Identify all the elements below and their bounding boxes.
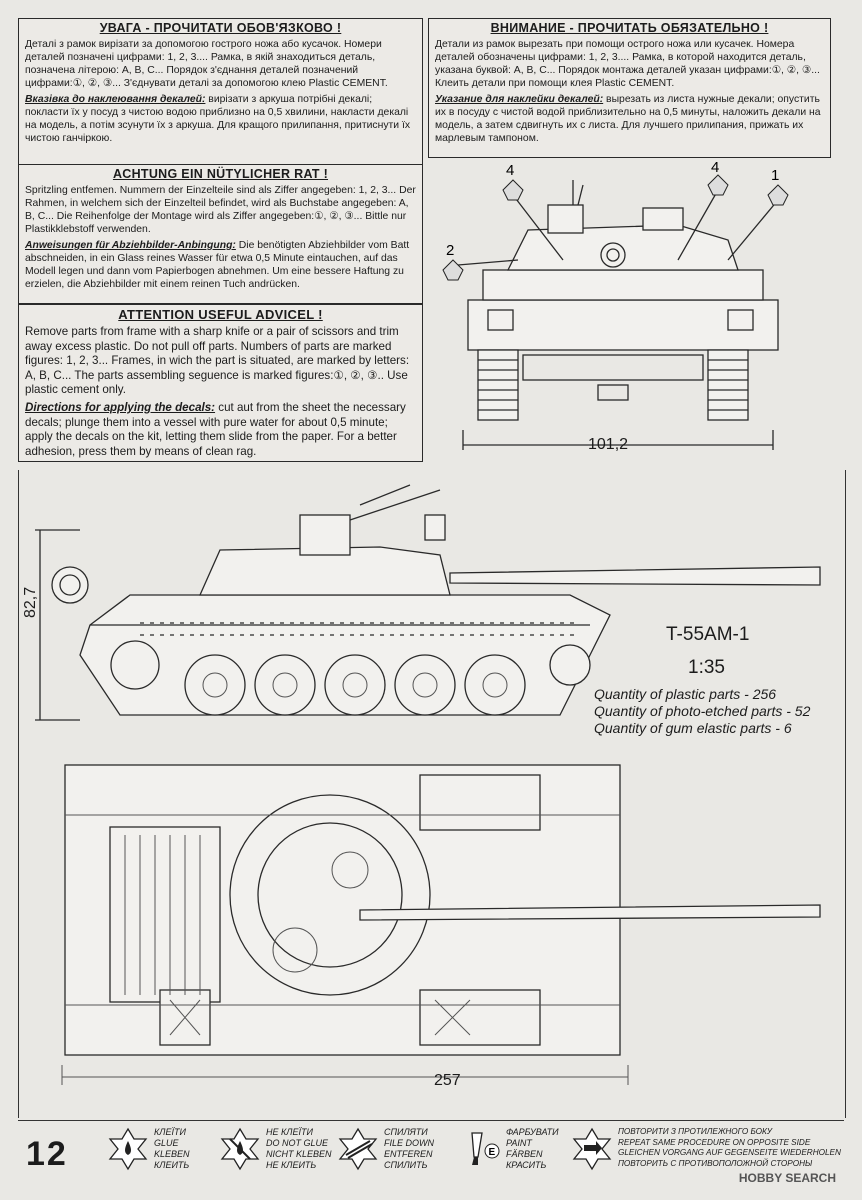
ukrainian-body: Деталі з рамок вирізати за допомогою гос… xyxy=(25,39,388,89)
ukrainian-instructions: УВАГА - ПРОЧИТАТИ ОБОВ'ЯЗКОВО ! Деталі з… xyxy=(18,18,423,166)
callout-4-left: 4 xyxy=(506,162,514,179)
repeat-label-ua: ПОВТОРИТИ З ПРОТИЛЕЖНОГО БОКУ xyxy=(618,1127,773,1136)
glue-label-de: KLEBEN xyxy=(154,1149,190,1159)
file-down-label-en: FILE DOWN xyxy=(384,1138,435,1148)
file-down-label-de: ENTFEREN xyxy=(384,1149,433,1159)
side-height-label: 82,7 xyxy=(22,586,39,618)
repeat-label-de: GLEICHEN VORGANG AUF GEGENSEITE WIEDERHO… xyxy=(618,1148,841,1157)
german-instructions: ACHTUNG EIN NÜTYLICHER RAT ! Spritzling … xyxy=(18,164,423,304)
russian-title: ВНИМАНИЕ - ПРОЧИТАТЬ ОБЯЗАТЕЛЬНО ! xyxy=(490,21,769,35)
legend-glue: КЛЕЇТИ GLUE KLEBEN КЛЕИТЬ xyxy=(106,1127,190,1171)
legend-repeat: ПОВТОРИТИ З ПРОТИЛЕЖНОГО БОКУ REPEAT SAM… xyxy=(570,1127,841,1171)
callout-1: 1 xyxy=(771,167,779,184)
part-quantities: Quantity of plastic parts - 256 Quantity… xyxy=(594,686,844,737)
german-title: ACHTUNG EIN NÜTYLICHER RAT ! xyxy=(112,167,329,181)
russian-instructions: ВНИМАНИЕ - ПРОЧИТАТЬ ОБЯЗАТЕЛЬНО ! Детал… xyxy=(428,18,831,158)
german-body: Spritzling entfemen. Nummern der Einzelt… xyxy=(25,185,416,235)
paint-label-ua: ФАРБУВАТИ xyxy=(506,1127,559,1137)
ukrainian-title: УВАГА - ПРОЧИТАТИ ОБОВ'ЯЗКОВО ! xyxy=(99,21,342,35)
english-body: Remove parts from frame with a sharp kni… xyxy=(25,325,410,397)
russian-decal-body: вырезать из листа нужные декали; опустит… xyxy=(435,94,821,144)
russian-decal-text: Указание для наклейки декалей: вырезать … xyxy=(435,93,824,145)
no-glue-label-en: DO NOT GLUE xyxy=(266,1138,329,1148)
ukrainian-decal-body: вирізати з аркуша потрібні декалі; покла… xyxy=(25,94,411,144)
glue-label-en: GLUE xyxy=(154,1138,179,1148)
page-number: 12 xyxy=(26,1135,68,1173)
paint-label-ru: КРАСИТЬ xyxy=(506,1160,547,1170)
callout-2: 2 xyxy=(446,242,454,259)
legend-file-down: СПИЛЯТИ FILE DOWN ENTFEREN СПИЛИТЬ xyxy=(336,1127,434,1171)
repeat-label-ru: ПОВТОРИТЬ С ПРОТИВОПОЛОЖНОЙ СТОРОНЫ xyxy=(618,1158,813,1168)
quantity-photo-etched: Quantity of photo-etched parts - 52 xyxy=(594,703,811,719)
side-view-drawing xyxy=(35,484,821,721)
file-down-icon xyxy=(338,1127,378,1171)
english-decal-heading: Directions for applying the decals: xyxy=(25,400,216,414)
legend-no-glue: НЕ КЛЕЇТИ DO NOT GLUE NICHT KLEBEN НЕ КЛ… xyxy=(218,1127,332,1171)
german-decal-heading: Anweisungen für Abziehbilder-Anbingung: xyxy=(25,240,236,251)
russian-decal-heading: Указание для наклейки декалей: xyxy=(435,94,604,105)
ukrainian-decal-heading: Вказівка до наклеювання декалей: xyxy=(25,94,206,105)
german-decal-body: Die benötigten Abziehbilder vom Batt abs… xyxy=(25,240,410,290)
glue-label-ru: КЛЕИТЬ xyxy=(154,1160,190,1170)
symbol-legend: 12 КЛЕЇТИ GLUE KLEBEN КЛЕИТЬ НЕ КЛЕЇТИ D… xyxy=(18,1120,844,1189)
paint-label-en: PAINT xyxy=(506,1138,532,1148)
english-decal-body: cut aut from the sheet the necessary dec… xyxy=(25,400,406,458)
quantity-gum-elastic: Quantity of gum elastic parts - 6 xyxy=(594,720,792,736)
top-view-drawing xyxy=(61,764,821,1085)
no-glue-label-ua: НЕ КЛЕЇТИ xyxy=(266,1127,313,1137)
repeat-icon xyxy=(572,1127,612,1171)
quantity-plastic: Quantity of plastic parts - 256 xyxy=(594,686,777,702)
paint-label-de: FÄRBEN xyxy=(506,1149,543,1159)
top-length-label: 257 xyxy=(434,1072,461,1089)
watermark: HOBBY SEARCH xyxy=(738,1171,836,1185)
repeat-label-en: REPEAT SAME PROCEDURE ON OPPOSITE SIDE xyxy=(618,1137,811,1147)
ukrainian-decal-text: Вказівка до наклеювання декалей: вирізат… xyxy=(25,93,416,145)
paint-icon: E xyxy=(471,1132,500,1165)
callout-4-right: 4 xyxy=(711,160,719,176)
german-decal-text: Anweisungen für Abziehbilder-Anbingung: … xyxy=(25,239,416,291)
english-decal-text: Directions for applying the decals: cut … xyxy=(25,401,416,459)
no-glue-label-de: NICHT KLEBEN xyxy=(266,1149,332,1159)
no-glue-label-ru: НЕ КЛЕИТЬ xyxy=(266,1160,317,1170)
svg-text:E: E xyxy=(489,1147,496,1158)
front-view-drawing: 4 4 1 2 xyxy=(442,160,789,450)
file-down-label-ru: СПИЛИТЬ xyxy=(384,1160,428,1170)
glue-icon xyxy=(108,1127,148,1171)
glue-label-ua: КЛЕЇТИ xyxy=(154,1127,186,1137)
model-scale: 1:35 xyxy=(688,657,725,678)
model-name: T-55AM-1 xyxy=(666,624,750,645)
english-title: ATTENTION USEFUL ADVICEL ! xyxy=(118,307,323,322)
file-down-label-ua: СПИЛЯТИ xyxy=(384,1127,428,1137)
english-instructions: ATTENTION USEFUL ADVICEL ! Remove parts … xyxy=(18,304,423,462)
legend-paint: E ФАРБУВАТИ PAINT FÄRBEN КРАСИТЬ xyxy=(458,1127,559,1171)
no-glue-icon xyxy=(220,1127,260,1171)
page-frame xyxy=(18,470,846,1118)
front-width-label: 101,2 xyxy=(588,436,629,453)
russian-body: Детали из рамок вырезать при помощи остр… xyxy=(435,39,820,89)
